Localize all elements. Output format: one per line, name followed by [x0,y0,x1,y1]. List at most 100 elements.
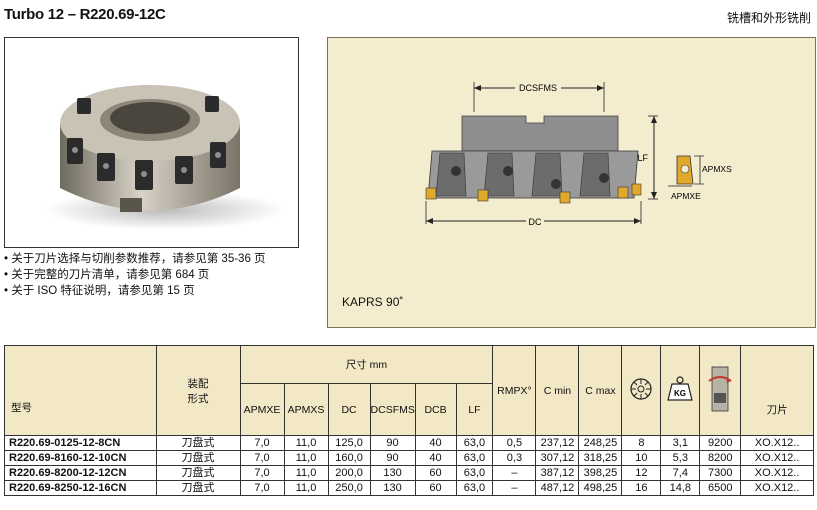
cell-rmpx: – [492,465,537,481]
max-rpm-icon [708,366,732,412]
col-header-dc: DC [327,383,371,436]
cell-dc: 125,0 [327,435,371,451]
svg-text:KG: KG [674,389,686,398]
col-header-rmpx: RMPX° [492,345,537,436]
spec-table: 型号 装配 形式 尺寸 mm RMPX° C min C max KG [4,345,814,496]
col-header-insert: 刀片 [740,345,814,436]
cell-rpm: 9200 [699,435,742,451]
cell-teeth: 16 [621,480,662,496]
cell-rmpx: 0,5 [492,435,537,451]
apmxe-label: APMXE [671,191,701,201]
cell-dcsfms: 130 [369,480,416,496]
cell-lf: 63,0 [455,435,494,451]
note-item: 关于 ISO 特征说明，请参见第 15 页 [4,283,266,299]
cell-model: R220.69-8200-12-12CN [4,465,157,481]
col-header-model: 型号 [4,345,157,436]
col-header-cmax: C max [578,345,623,436]
cell-model: R220.69-8160-12-10CN [4,450,157,466]
cell-dcsfms: 130 [369,465,416,481]
cell-apmxe: 7,0 [239,435,285,451]
page-title: Turbo 12 – R220.69-12C [4,6,166,23]
product-photo [4,37,299,248]
dimension-diagram: DCSFMS LF [327,37,816,328]
cell-model: R220.69-0125-12-8CN [4,435,157,451]
col-header-rpm [699,345,742,436]
cell-apmxe: 7,0 [239,465,285,481]
milling-cutter-image [45,85,285,230]
col-header-mount: 装配 形式 [155,345,241,436]
cell-apmxe: 7,0 [239,450,285,466]
cell-apmxs: 11,0 [283,480,329,496]
cutter-teeth-icon [630,378,652,400]
cell-mount: 刀盘式 [155,480,241,496]
cell-teeth: 12 [621,465,662,481]
cell-cmin: 237,12 [535,435,580,451]
cell-model: R220.69-8250-12-16CN [4,480,157,496]
cell-mount: 刀盘式 [155,435,241,451]
kg-weight-icon: KG [667,376,694,401]
table-row: R220.69-8160-12-10CN 刀盘式 7,0 11,0 160,0 … [4,450,814,466]
cell-apmxs: 11,0 [283,435,329,451]
cell-kg: 5,3 [660,450,701,466]
cell-rpm: 7300 [699,465,742,481]
cell-cmin: 487,12 [535,480,580,496]
cell-mount: 刀盘式 [155,465,241,481]
cell-kg: 14,8 [660,480,701,496]
cell-teeth: 8 [621,435,662,451]
cell-teeth: 10 [621,450,662,466]
col-header-dcsfms: DCSFMS [369,383,416,436]
notes-list: 关于刀片选择与切削参数推荐，请参见第 35-36 页 关于完整的刀片清单，请参见… [4,251,266,299]
note-item: 关于完整的刀片清单，请参见第 684 页 [4,267,266,283]
cell-insert: XO.X12.. [740,480,814,496]
cell-rpm: 8200 [699,450,742,466]
cell-cmax: 498,25 [578,480,623,496]
cell-dc: 250,0 [327,480,371,496]
cell-dcb: 40 [414,450,457,466]
col-header-dcb: DCB [414,383,457,436]
apmxs-label: APMXS [702,164,732,174]
cell-lf: 63,0 [455,480,494,496]
cell-lf: 63,0 [455,465,494,481]
cell-dcb: 40 [414,435,457,451]
col-header-apmxe: APMXE [239,383,285,436]
cell-insert: XO.X12.. [740,435,814,451]
cell-dc: 160,0 [327,450,371,466]
cell-rmpx: – [492,480,537,496]
cell-kg: 3,1 [660,435,701,451]
cutter-drawing: DCSFMS LF [425,81,732,227]
cell-rmpx: 0,3 [492,450,537,466]
cell-dc: 200,0 [327,465,371,481]
cell-apmxe: 7,0 [239,480,285,496]
dcsfms-label: DCSFMS [519,83,557,93]
cell-kg: 7,4 [660,465,701,481]
cell-cmax: 318,25 [578,450,623,466]
table-row: R220.69-0125-12-8CN 刀盘式 7,0 11,0 125,0 9… [4,435,814,451]
cell-mount: 刀盘式 [155,450,241,466]
cell-rpm: 6500 [699,480,742,496]
table-row: R220.69-8200-12-12CN 刀盘式 7,0 11,0 200,0 … [4,465,814,481]
cell-dcsfms: 90 [369,450,416,466]
cell-apmxs: 11,0 [283,465,329,481]
cell-lf: 63,0 [455,450,494,466]
kaprs-label: KAPRS 90˚ [342,295,404,309]
col-header-lf: LF [455,383,494,436]
cell-dcsfms: 90 [369,435,416,451]
col-header-teeth [621,345,662,436]
note-item: 关于刀片选择与切削参数推荐，请参见第 35-36 页 [4,251,265,267]
table-row: R220.69-8250-12-16CN 刀盘式 7,0 11,0 250,0 … [4,480,814,496]
dc-label: DC [529,217,542,227]
cell-cmin: 307,12 [535,450,580,466]
cell-cmin: 387,12 [535,465,580,481]
cell-cmax: 248,25 [578,435,623,451]
col-header-weight: KG [660,345,701,436]
lf-label: LF [637,153,648,163]
cell-dcb: 60 [414,480,457,496]
col-header-apmxs: APMXS [283,383,329,436]
cell-insert: XO.X12.. [740,450,814,466]
col-header-dims: 尺寸 mm [239,345,494,384]
col-header-cmin: C min [535,345,580,436]
cell-apmxs: 11,0 [283,450,329,466]
cell-insert: XO.X12.. [740,465,814,481]
cell-dcb: 60 [414,465,457,481]
cell-cmax: 398,25 [578,465,623,481]
